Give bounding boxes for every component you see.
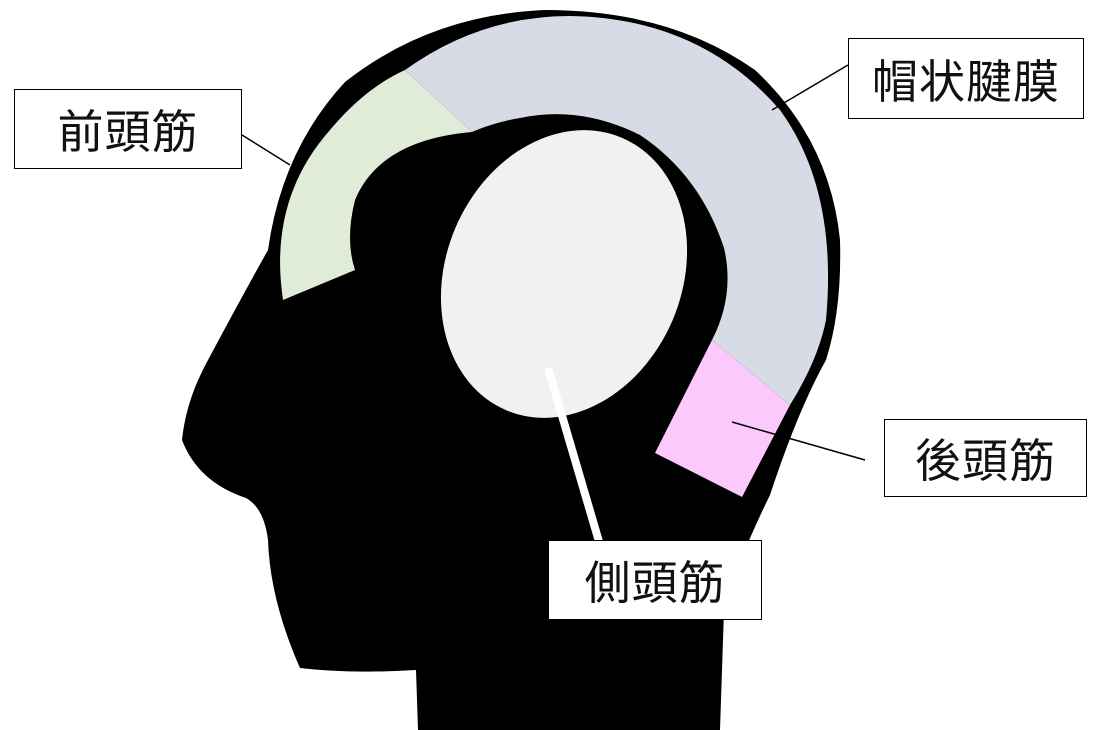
occipitalis-muscle [655, 340, 790, 497]
frontalis-muscle [280, 70, 472, 300]
label-galea-aponeurotica: 帽状腱膜 [848, 38, 1084, 119]
label-occipitalis: 後頭筋 [884, 419, 1087, 497]
temporalis-muscle [440, 130, 688, 418]
label-frontalis-text: 前頭筋 [57, 105, 199, 159]
label-occipitalis-text: 後頭筋 [915, 434, 1056, 488]
label-galea-text: 帽状腱膜 [872, 54, 1060, 109]
label-temporalis-text: 側頭筋 [584, 556, 726, 610]
galea-aponeurotica [405, 16, 829, 405]
leader-line-galea [771, 64, 849, 111]
label-temporalis: 側頭筋 [548, 540, 762, 620]
leader-line-temporalis [544, 366, 604, 547]
label-frontalis: 前頭筋 [14, 89, 242, 169]
leader-line-occipitalis [731, 421, 866, 461]
leader-line-frontalis [241, 134, 291, 166]
